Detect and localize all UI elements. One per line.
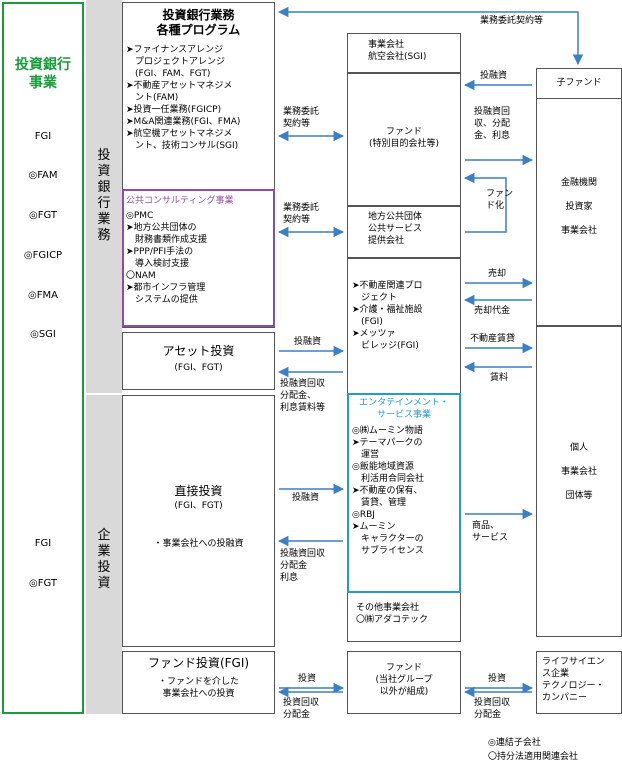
legend-consolidated: ◎連結子会社: [488, 738, 541, 748]
contract2-label: 業務委託 契約等: [283, 203, 320, 225]
public-service-box: [347, 206, 461, 258]
fund-investment-title: ファンド投資(FGI): [147, 656, 250, 670]
segment-divider: [86, 393, 122, 395]
loan-top-label: 投融資: [480, 71, 508, 81]
ib-program-items: ➤ファイナンスアレンジ プロジェクトアレンジ (FGI、FAM、FGT) ➤不動…: [126, 45, 241, 151]
direct-investment-title: 直接投資: [174, 484, 223, 498]
company-sgi: ◎SGI: [30, 329, 56, 340]
fund-group-box: [347, 651, 461, 714]
consulting-items: ◎PMC ➤地方公共団体の 財務書類作成支援 ➤PPP/PFI手法の 導入検討支…: [126, 211, 208, 305]
entertainment-items: ◎㈱ムーミン物語 ➤テーマパークの 運営 ◎飯能地域資源 利活用合同会社 ➤不動…: [352, 426, 425, 556]
company-fgi-corp: FGI: [34, 538, 52, 549]
business-title: 投資銀行 事業: [15, 57, 71, 91]
fund-invest-label: 投資: [298, 674, 317, 684]
contract-top-arrow: [277, 6, 584, 66]
fund-group-text: ファンド (当社グループ 以外が組成): [375, 663, 433, 697]
individuals-text: 個人 事業会社 団体等: [560, 443, 597, 501]
fund-spc-box: [347, 73, 461, 206]
company-fgi: FGI: [34, 131, 52, 142]
entertainment-title: エンタテインメント・ サービス事業: [359, 398, 449, 420]
consulting-title: 公共コンサルティング事業: [126, 196, 234, 206]
contract1-label: 業務委託 契約等: [283, 107, 320, 129]
fund-ka-arrow: [463, 172, 507, 233]
segment-corp-label: 企 業 投 資: [97, 528, 111, 591]
rent-fee-label: 賃料: [490, 373, 509, 383]
subfund-title: 子ファンド: [556, 78, 602, 88]
direct-investment-sub: (FGI、FGT): [174, 501, 223, 511]
company-fgt: ◎FGT: [29, 210, 57, 221]
fund-investment-desc: ・ファンドを介した 事業会社への投資: [157, 677, 239, 699]
company-fma: ◎FMA: [28, 290, 58, 301]
company-fgt-corp: ◎FGT: [29, 578, 57, 589]
goods-label: 商品、 サービス: [472, 521, 509, 543]
segment-ib-label: 投 資 銀 行 業 務: [97, 148, 111, 243]
life-science-text: ライフサイエン ス企業 テクノロジー・ カンパニー: [542, 657, 605, 703]
asset-investment-sub: (FGI、FGT): [174, 363, 223, 373]
life-science-box: [536, 651, 622, 714]
investors-text: 金融機関 投資家 事業会社: [560, 178, 597, 236]
asset-loan-label: 投融資: [294, 337, 322, 347]
subfund-box: [536, 68, 622, 326]
sale-price-label: 売却代金: [474, 306, 511, 316]
direct-investment-desc: ・事業会社への投融資: [153, 539, 244, 549]
direct-recovery-label: 投融資回収 分配金 利息: [280, 549, 326, 583]
fund-investment-box: [122, 651, 275, 714]
company-fam: ◎FAM: [28, 170, 58, 181]
direct-loan-label: 投融資: [292, 493, 320, 503]
asset-investment-box: [122, 332, 275, 390]
public-service-text: 地方公共団体 公共サービス 提供会社: [368, 212, 423, 246]
consulting-box: [122, 189, 275, 327]
contract-top-label: 業務委託契約等: [480, 16, 544, 26]
entertainment-box: [347, 393, 461, 593]
ib-program-title: 投資銀行業務 各種プログラム: [156, 8, 241, 37]
direct-investment-box: [122, 395, 275, 647]
fund-ka-label: ファン ド化: [486, 189, 514, 211]
legend-equity: 〇持分法適用関連会社: [488, 752, 579, 762]
asset-recovery-label: 投融資回収 分配金、 利息賃料等: [280, 379, 326, 413]
other-companies-text: その他事業会社 〇㈱アダコテック: [356, 603, 429, 625]
asset-investment-title: アセット投資: [162, 344, 235, 358]
company-fgicp: ◎FGICP: [23, 250, 63, 261]
sale-label: 売却: [488, 269, 507, 279]
fund-recovery2-label: 投資回収 分配金: [474, 698, 511, 720]
rent-label: 不動産賃貸: [470, 334, 516, 344]
segment-band: [86, 0, 122, 714]
fund-invest2-label: 投資: [488, 674, 507, 684]
subfund-header-line: [536, 98, 622, 99]
fund-recovery-label: 投資回収 分配金: [283, 698, 320, 720]
fund-spc-text: ファンド (特別目的会社等): [368, 127, 440, 149]
recovery-top-label: 投融資回 収、分配 金、利息: [474, 107, 511, 141]
left-panel: 投資銀行 事業 FGI ◎FAM ◎FGT ◎FGICP ◎FMA ◎SGI F…: [2, 2, 84, 714]
realestate-text: ➤不動産関連プロ ジェクト ➤介護・福祉施設 (FGI) ➤メッツァ ビレッジ(…: [352, 281, 423, 351]
